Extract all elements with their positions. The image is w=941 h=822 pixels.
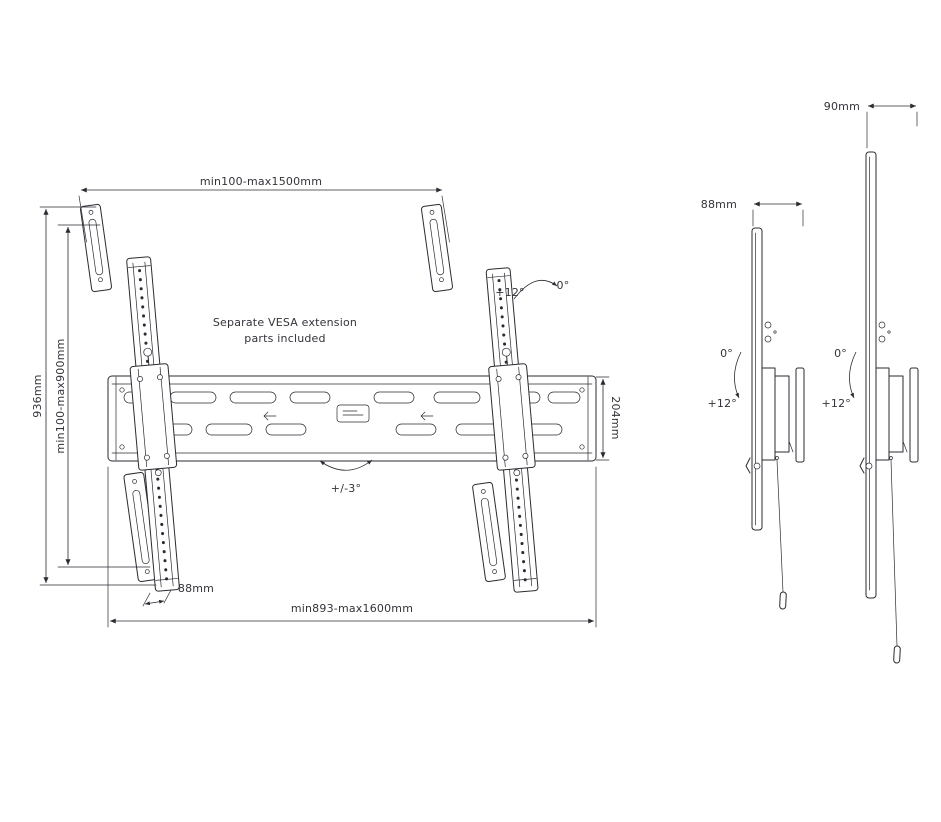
dim-top-width: min100-max1500mm: [78, 175, 450, 243]
dim-depth-right-label: 90mm: [824, 100, 860, 113]
side-profile-right: [859, 151, 919, 664]
plate-slot: [289, 391, 331, 404]
adjustment-knob: [501, 347, 511, 357]
dim-depth-left: 88mm: [701, 198, 804, 227]
side-view-right: 90mm 0° +12°: [821, 100, 919, 664]
dim-bottom-width: min893-max1600mm: [107, 466, 597, 628]
plate-slot: [229, 391, 277, 404]
tilt-min-label: 0°: [834, 347, 847, 360]
dim-bottom-width-label: min893-max1600mm: [291, 602, 413, 615]
screw: [764, 321, 772, 329]
dim-plate-height-label: 204mm: [609, 396, 622, 439]
dim-total-height: 936mm: [31, 206, 157, 586]
dim-rail-width: 88mm: [142, 582, 214, 607]
tilt-min-label: 0°: [557, 279, 570, 292]
vesa-extension-strip-top-left: [80, 203, 112, 293]
front-view: min100-max1500mm 936mm min100-max900mm 2…: [31, 175, 622, 628]
dim-top-width-label: min100-max1500mm: [200, 175, 322, 188]
dim-rail-width-label: 88mm: [178, 582, 214, 595]
swivel-label: +/-3°: [331, 482, 361, 495]
swivel-annotation: +/-3°: [319, 459, 373, 495]
dim-depth-left-label: 88mm: [701, 198, 737, 211]
plate-slot: [265, 423, 307, 436]
tilt-bracket: [774, 375, 790, 453]
release-cord: [776, 459, 784, 593]
tilt-arc-arrow: [513, 279, 558, 300]
release-hook: [859, 457, 865, 474]
dim-vesa-height-range: min100-max900mm: [54, 224, 151, 568]
adjustment-knob: [143, 347, 153, 357]
tilt-max-label: +12°: [707, 397, 737, 410]
wall-plate-section: [795, 367, 805, 463]
strip-slot: [88, 218, 104, 276]
plate-slot: [205, 423, 253, 436]
rail-section: [751, 227, 763, 531]
tilt-annotation-side-left: 0° +12°: [707, 347, 742, 410]
plate-slot: [395, 423, 437, 436]
plate-arrow-left-icon: [263, 411, 277, 421]
tilt-max-label: +12°: [495, 286, 525, 299]
strip-slot: [480, 497, 498, 567]
dim-total-height-label: 936mm: [31, 374, 44, 417]
release-hook: [745, 457, 751, 474]
vesa-extension-strip-bottom-left: [123, 472, 159, 582]
side-view-left: 88mm 0° +12°: [701, 198, 805, 610]
brand-logo: [336, 404, 370, 423]
cord-handle: [893, 645, 901, 664]
screw: [764, 335, 772, 343]
cord-handle: [779, 591, 787, 610]
tilt-arc-arrow: [734, 351, 742, 399]
vesa-extension-strip-bottom-right: [472, 481, 506, 583]
tilt-annotation-front: +12° 0°: [495, 279, 570, 300]
tilt-arc-arrow: [849, 351, 857, 399]
rail-section: [865, 151, 877, 599]
plate-slot: [373, 391, 415, 404]
rail-clamp-left: [129, 347, 178, 477]
release-cord: [890, 459, 898, 647]
dim-vesa-range-label: min100-max900mm: [54, 338, 67, 453]
tilt-annotation-side-right: 0° +12°: [821, 347, 857, 410]
screw: [878, 321, 886, 329]
plate-slot: [433, 391, 481, 404]
plate-slot: [547, 391, 581, 404]
note-line2: parts included: [244, 332, 325, 345]
adjustment-knob: [513, 469, 521, 477]
dim-plate-height: 204mm: [595, 376, 622, 461]
wall-plate-section: [909, 367, 919, 463]
tilt-min-label: 0°: [720, 347, 733, 360]
side-profile-left: [745, 227, 805, 610]
swivel-arc-arrow: [319, 459, 373, 471]
strip-slot: [132, 489, 150, 565]
tilt-bracket: [761, 367, 776, 461]
tilt-bracket: [888, 375, 904, 453]
dim-depth-right: 90mm: [824, 100, 918, 149]
tilt-bracket: [875, 367, 890, 461]
adjustment-knob: [154, 469, 162, 477]
plate-slot: [169, 391, 217, 404]
note-line1: Separate VESA extension: [213, 316, 357, 329]
rail-clamp-right: [488, 347, 536, 477]
screw: [878, 335, 886, 343]
tilt-max-label: +12°: [821, 397, 851, 410]
strip-slot: [429, 218, 445, 276]
note: Separate VESA extension parts included: [213, 316, 357, 345]
vesa-extension-strip-top-right: [421, 203, 453, 293]
wall-plate: [107, 375, 597, 462]
plate-arrow-right-icon: [420, 411, 434, 421]
